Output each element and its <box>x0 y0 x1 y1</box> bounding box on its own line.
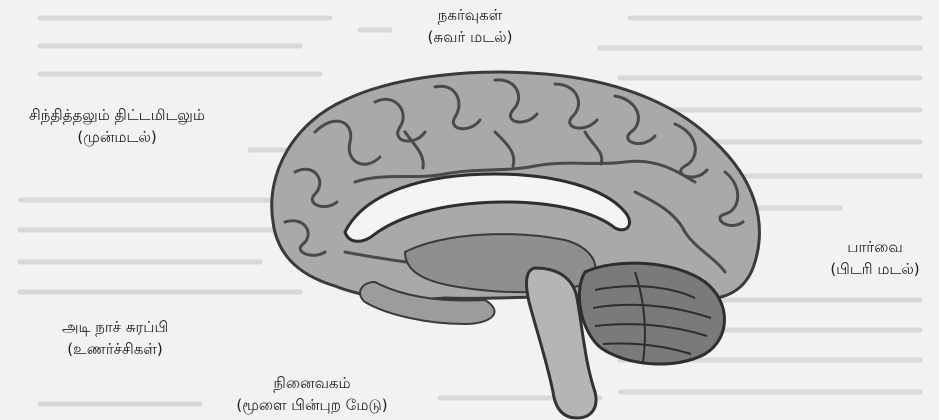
label-limbic-region: (உணர்ச்சிகள்) <box>30 338 200 360</box>
label-parietal-name: நகர்வுகள் <box>395 4 545 26</box>
label-occipital-name: பார்வை <box>812 236 938 258</box>
label-limbic-gland: அடி நாச் சுரப்பி (உணர்ச்சிகள்) <box>30 316 200 360</box>
label-memory-name: நினைவகம் <box>212 372 412 394</box>
label-parietal-region: (சுவர் மடல்) <box>395 26 545 48</box>
label-limbic-name: அடி நாச் சுரப்பி <box>30 316 200 338</box>
label-memory-hippocampus: நினைவகம் (மூளை பின்புற மேடு) <box>212 372 412 416</box>
label-frontal-region: (முன்மடல்) <box>2 126 232 148</box>
label-occipital-region: (பிடரி மடல்) <box>812 258 938 280</box>
label-frontal-name: சிந்தித்தலும் திட்டமிடலும் <box>2 104 232 126</box>
label-frontal-lobe: சிந்தித்தலும் திட்டமிடலும் (முன்மடல்) <box>2 104 232 148</box>
brain-illustration <box>255 62 775 420</box>
label-parietal-lobe: நகர்வுகள் (சுவர் மடல்) <box>395 4 545 48</box>
label-memory-region: (மூளை பின்புற மேடு) <box>212 394 412 416</box>
label-occipital-lobe: பார்வை (பிடரி மடல்) <box>812 236 938 280</box>
